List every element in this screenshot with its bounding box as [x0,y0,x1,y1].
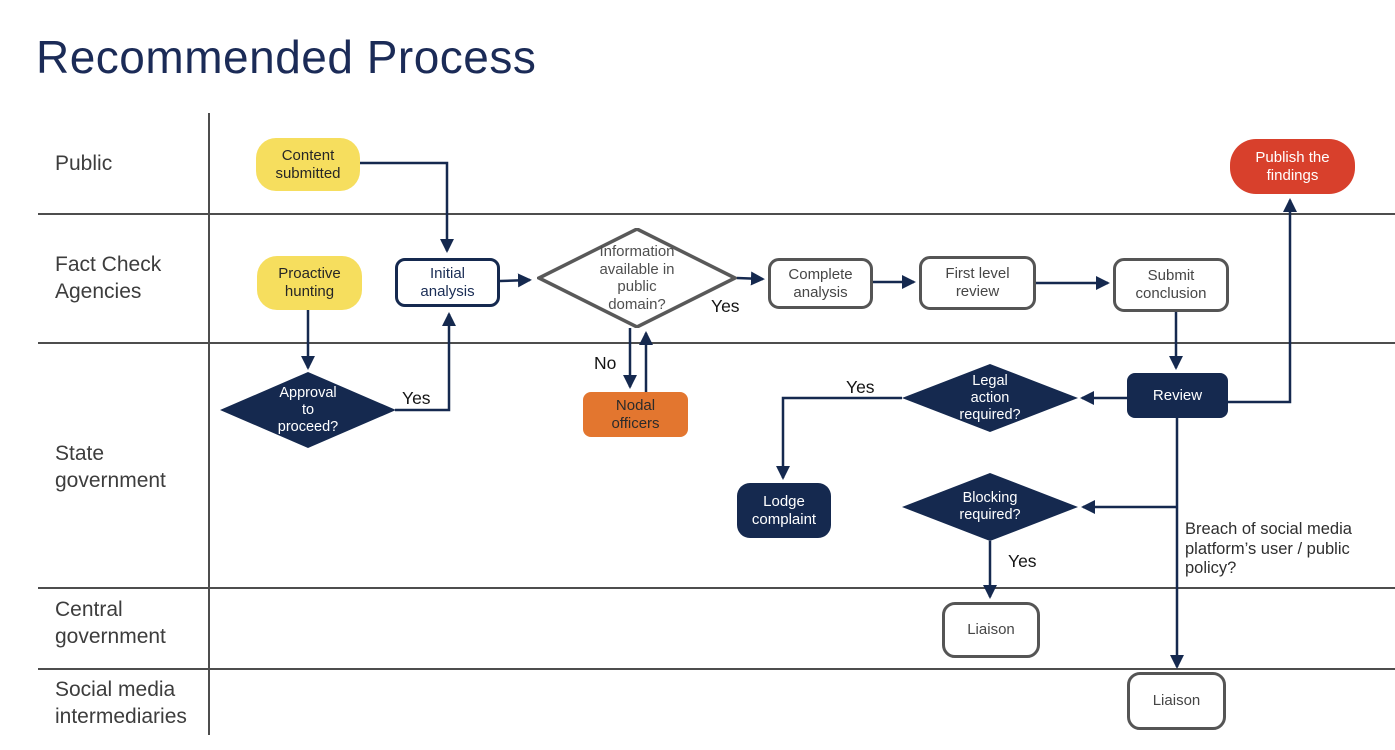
node-publish-the-findings: Publish the findings [1230,139,1355,194]
lane-label-state-government: State government [55,442,166,492]
node-content-submitted: Content submitted [256,138,360,191]
node-blocking-required-diamond: Blocking required? [902,473,1078,541]
edge-label-approval-yes: Yes [402,388,431,408]
node-nodal-officers: Nodal officers [583,392,688,437]
node-approval-to-proceed-diamond: Approval to proceed? [220,372,396,448]
lane-label-central-government: Central government [55,598,166,648]
connector-legal-yes-to-lodge [776,396,902,480]
node-liaison-central: Liaison [942,602,1040,658]
node-first-level-review: First level review [919,256,1036,310]
connector-info-yes-to-complete [736,271,765,286]
diamond-shape [537,228,737,328]
node-proactive-hunting: Proactive hunting [257,256,362,310]
connector-initial-to-info-diamond [499,273,532,288]
lane-divider-1 [38,213,1395,215]
lane-border-vertical [208,113,210,735]
edge-label-info-no: No [594,353,617,373]
connector-approval-yes-to-initial [395,312,456,412]
node-info-available-diamond: Information available in public domain? [537,228,737,328]
lane-label-social-media-intermediaries: Social media intermediaries [55,678,187,728]
node-legal-action-diamond: Legal action required? [902,364,1078,432]
connector-content-to-initial [360,161,454,253]
page-title: Recommended Process [36,31,537,83]
diamond-shape [902,473,1078,541]
annotation-breach-note: Breach of social media platform’s user /… [1185,520,1352,577]
lane-label-public: Public [55,152,113,175]
lane-divider-3 [38,587,1395,589]
node-initial-analysis: Initial analysis [395,258,500,307]
node-complete-analysis: Complete analysis [768,258,873,309]
node-liaison-social: Liaison [1127,672,1226,730]
edge-label-blocking-yes: Yes [1008,551,1037,571]
lane-divider-2 [38,342,1395,344]
diamond-shape [220,372,396,448]
lane-label-fact-check-agencies: Fact Check Agencies [55,253,162,303]
connector-review-to-publish [1228,198,1297,404]
lane-divider-4 [38,668,1395,670]
node-lodge-complaint: Lodge complaint [737,483,831,538]
node-submit-conclusion: Submit conclusion [1113,258,1229,312]
node-review: Review [1127,373,1228,418]
diamond-shape [902,364,1078,432]
edge-label-legal-yes: Yes [846,377,875,397]
edge-label-info-yes: Yes [711,296,740,316]
